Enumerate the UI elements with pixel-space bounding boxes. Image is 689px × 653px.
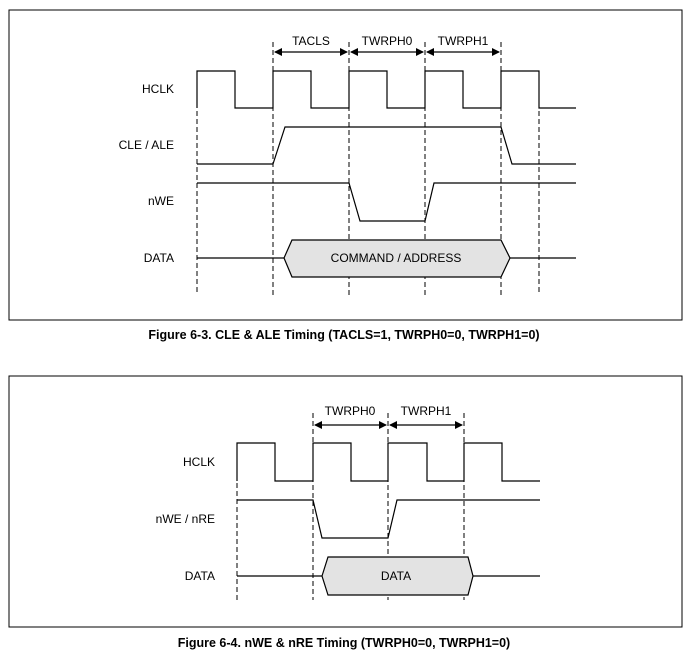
signal-label-data: DATA: [185, 569, 215, 583]
interval-arrows: TWRPH0 TWRPH1: [314, 404, 463, 429]
signal-label-cle-ale: CLE / ALE: [119, 138, 174, 152]
figure-nwe-nre-timing: TWRPH0 TWRPH1 HCLK nWE / nRE DATA DATA F…: [8, 375, 683, 650]
cle-ale-waveform: [197, 126, 576, 165]
nwe-nre-waveform: [237, 499, 540, 539]
signal-label-data: DATA: [144, 251, 174, 265]
nwe-waveform: [197, 182, 576, 222]
signal-label-nwe-nre: nWE / nRE: [156, 512, 215, 526]
interval-label-twrph0: TWRPH0: [325, 404, 376, 418]
bus-label: COMMAND / ADDRESS: [331, 251, 462, 265]
interval-label-twrph0: TWRPH0: [362, 34, 413, 48]
figure-caption: Figure 6-4. nWE & nRE Timing (TWRPH0=0, …: [178, 636, 510, 650]
figure-cle-ale-timing: TACLS TWRPH0 TWRPH1 HCLK CLE / ALE nWE D…: [8, 9, 683, 342]
signal-label-hclk: HCLK: [183, 455, 215, 469]
figure-caption: Figure 6-3. CLE & ALE Timing (TACLS=1, T…: [148, 328, 539, 342]
interval-label-tacls: TACLS: [292, 34, 330, 48]
bus-label: DATA: [381, 569, 411, 583]
signal-label-nwe: nWE: [148, 194, 174, 208]
interval-arrows: TACLS TWRPH0 TWRPH1: [274, 34, 500, 56]
interval-label-twrph1: TWRPH1: [401, 404, 452, 418]
signal-label-hclk: HCLK: [142, 82, 174, 96]
hclk-waveform: [196, 70, 576, 109]
interval-label-twrph1: TWRPH1: [438, 34, 489, 48]
hclk-waveform: [236, 442, 540, 482]
